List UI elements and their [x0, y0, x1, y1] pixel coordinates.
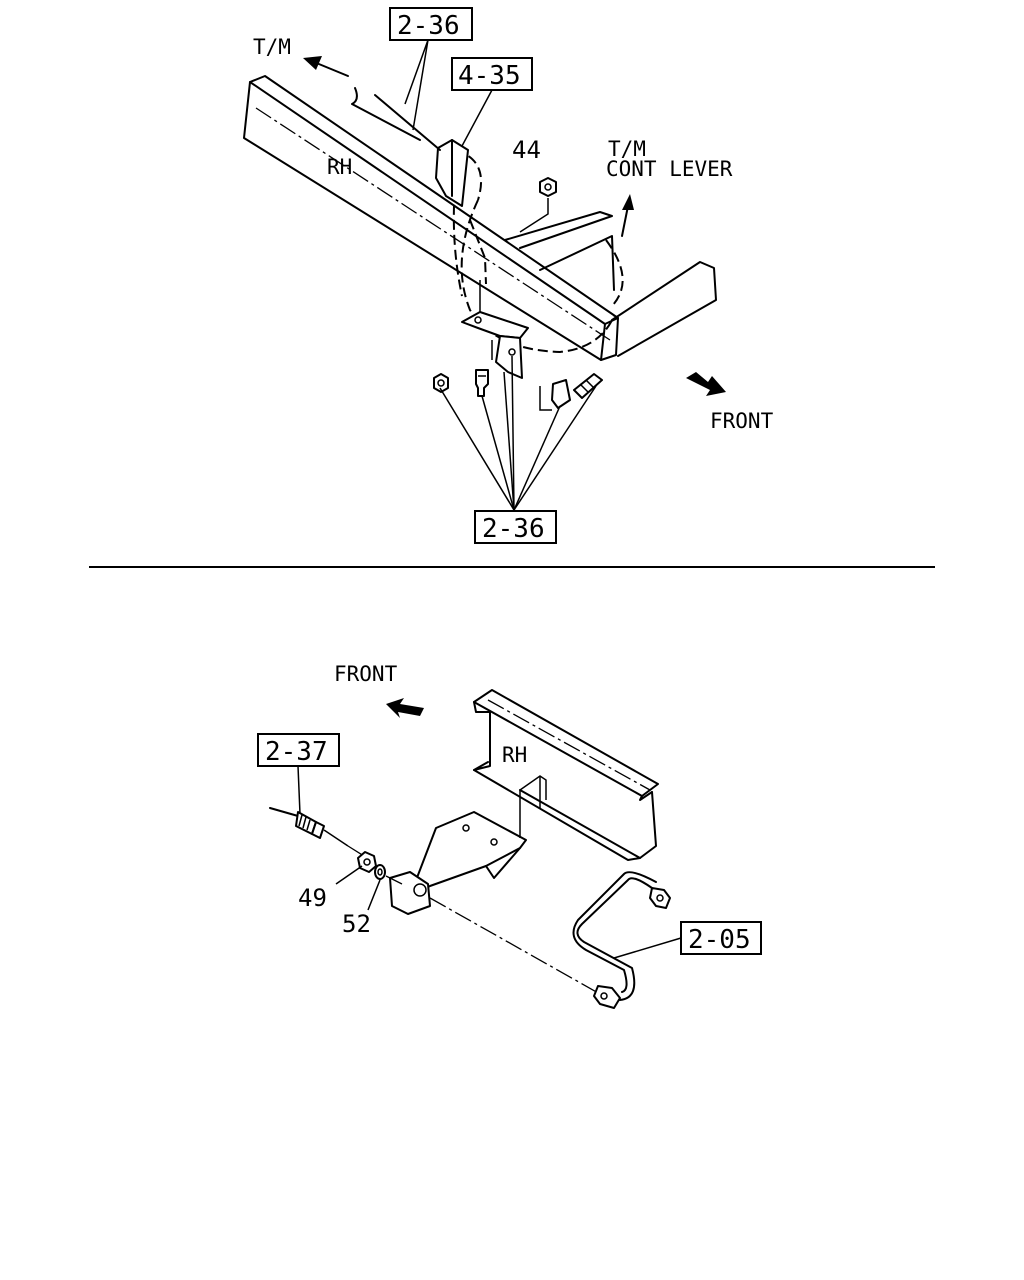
ref-2-36-bottom: 2-36: [482, 514, 545, 544]
rail-bracket: [435, 139, 469, 207]
label-rh-bottom: RH: [502, 743, 527, 767]
ref-2-37: 2-37: [265, 737, 328, 767]
brake-pipe: [572, 871, 671, 1009]
leader-2-05: [613, 937, 682, 959]
leader-ref-top: [404, 39, 429, 131]
leader-2-37: [297, 765, 301, 815]
cable-bracket: [389, 775, 547, 915]
frame-channel-rh: [473, 689, 659, 861]
protector-edge: [374, 94, 441, 151]
label-tm-cont-2: CONT LEVER: [606, 157, 733, 181]
nut-49: [357, 851, 377, 873]
label-tm-cont-1: T/M: [608, 137, 646, 161]
front-arrow-left-icon: [386, 698, 424, 718]
bolt-vertical: [475, 369, 489, 397]
leader-ref-bracket: [461, 89, 493, 147]
front-arrow-icon: [686, 372, 726, 396]
centerline-pipe: [429, 897, 601, 995]
label-tm: T/M: [253, 35, 291, 59]
ref-box-bracket: [451, 57, 533, 91]
nut-left: [433, 373, 449, 393]
mounting-bracket: [461, 280, 529, 379]
top-assembly-view: T/M T/M CONT LEVER RH 44 FRONT 2-36 4-35: [243, 7, 774, 544]
cross-member: [504, 211, 717, 357]
part-number-52: 52: [342, 910, 371, 938]
washer-52: [374, 864, 386, 880]
label-front-top: FRONT: [710, 409, 774, 433]
ref-2-36-top: 2-36: [397, 11, 460, 41]
ref-box-bottom: [474, 510, 557, 544]
cable-end: [269, 807, 365, 857]
protector-strip: [351, 87, 421, 141]
frame-rail-rh: [243, 75, 619, 361]
leader-49: [335, 865, 363, 885]
bottom-assembly-view: FRONT RH: [257, 662, 762, 1009]
label-front-bottom: FRONT: [334, 662, 398, 686]
label-rh-top: RH: [327, 155, 352, 179]
ref-2-05: 2-05: [688, 925, 751, 955]
leader-52: [367, 879, 381, 911]
arrow-to-tm: [303, 56, 349, 77]
ref-box-cable: [257, 733, 340, 767]
ref-4-35: 4-35: [458, 61, 521, 91]
nut-44: [519, 177, 557, 233]
part-number-49: 49: [298, 884, 327, 912]
part-number-44: 44: [512, 136, 541, 164]
ref-box-top: [389, 7, 473, 41]
bolt-right: [573, 373, 603, 399]
leader-ref-bottom: [439, 355, 597, 511]
arrow-to-cont-lever: [621, 194, 634, 237]
centerline-washer: [385, 875, 403, 885]
clip-right: [539, 379, 571, 411]
